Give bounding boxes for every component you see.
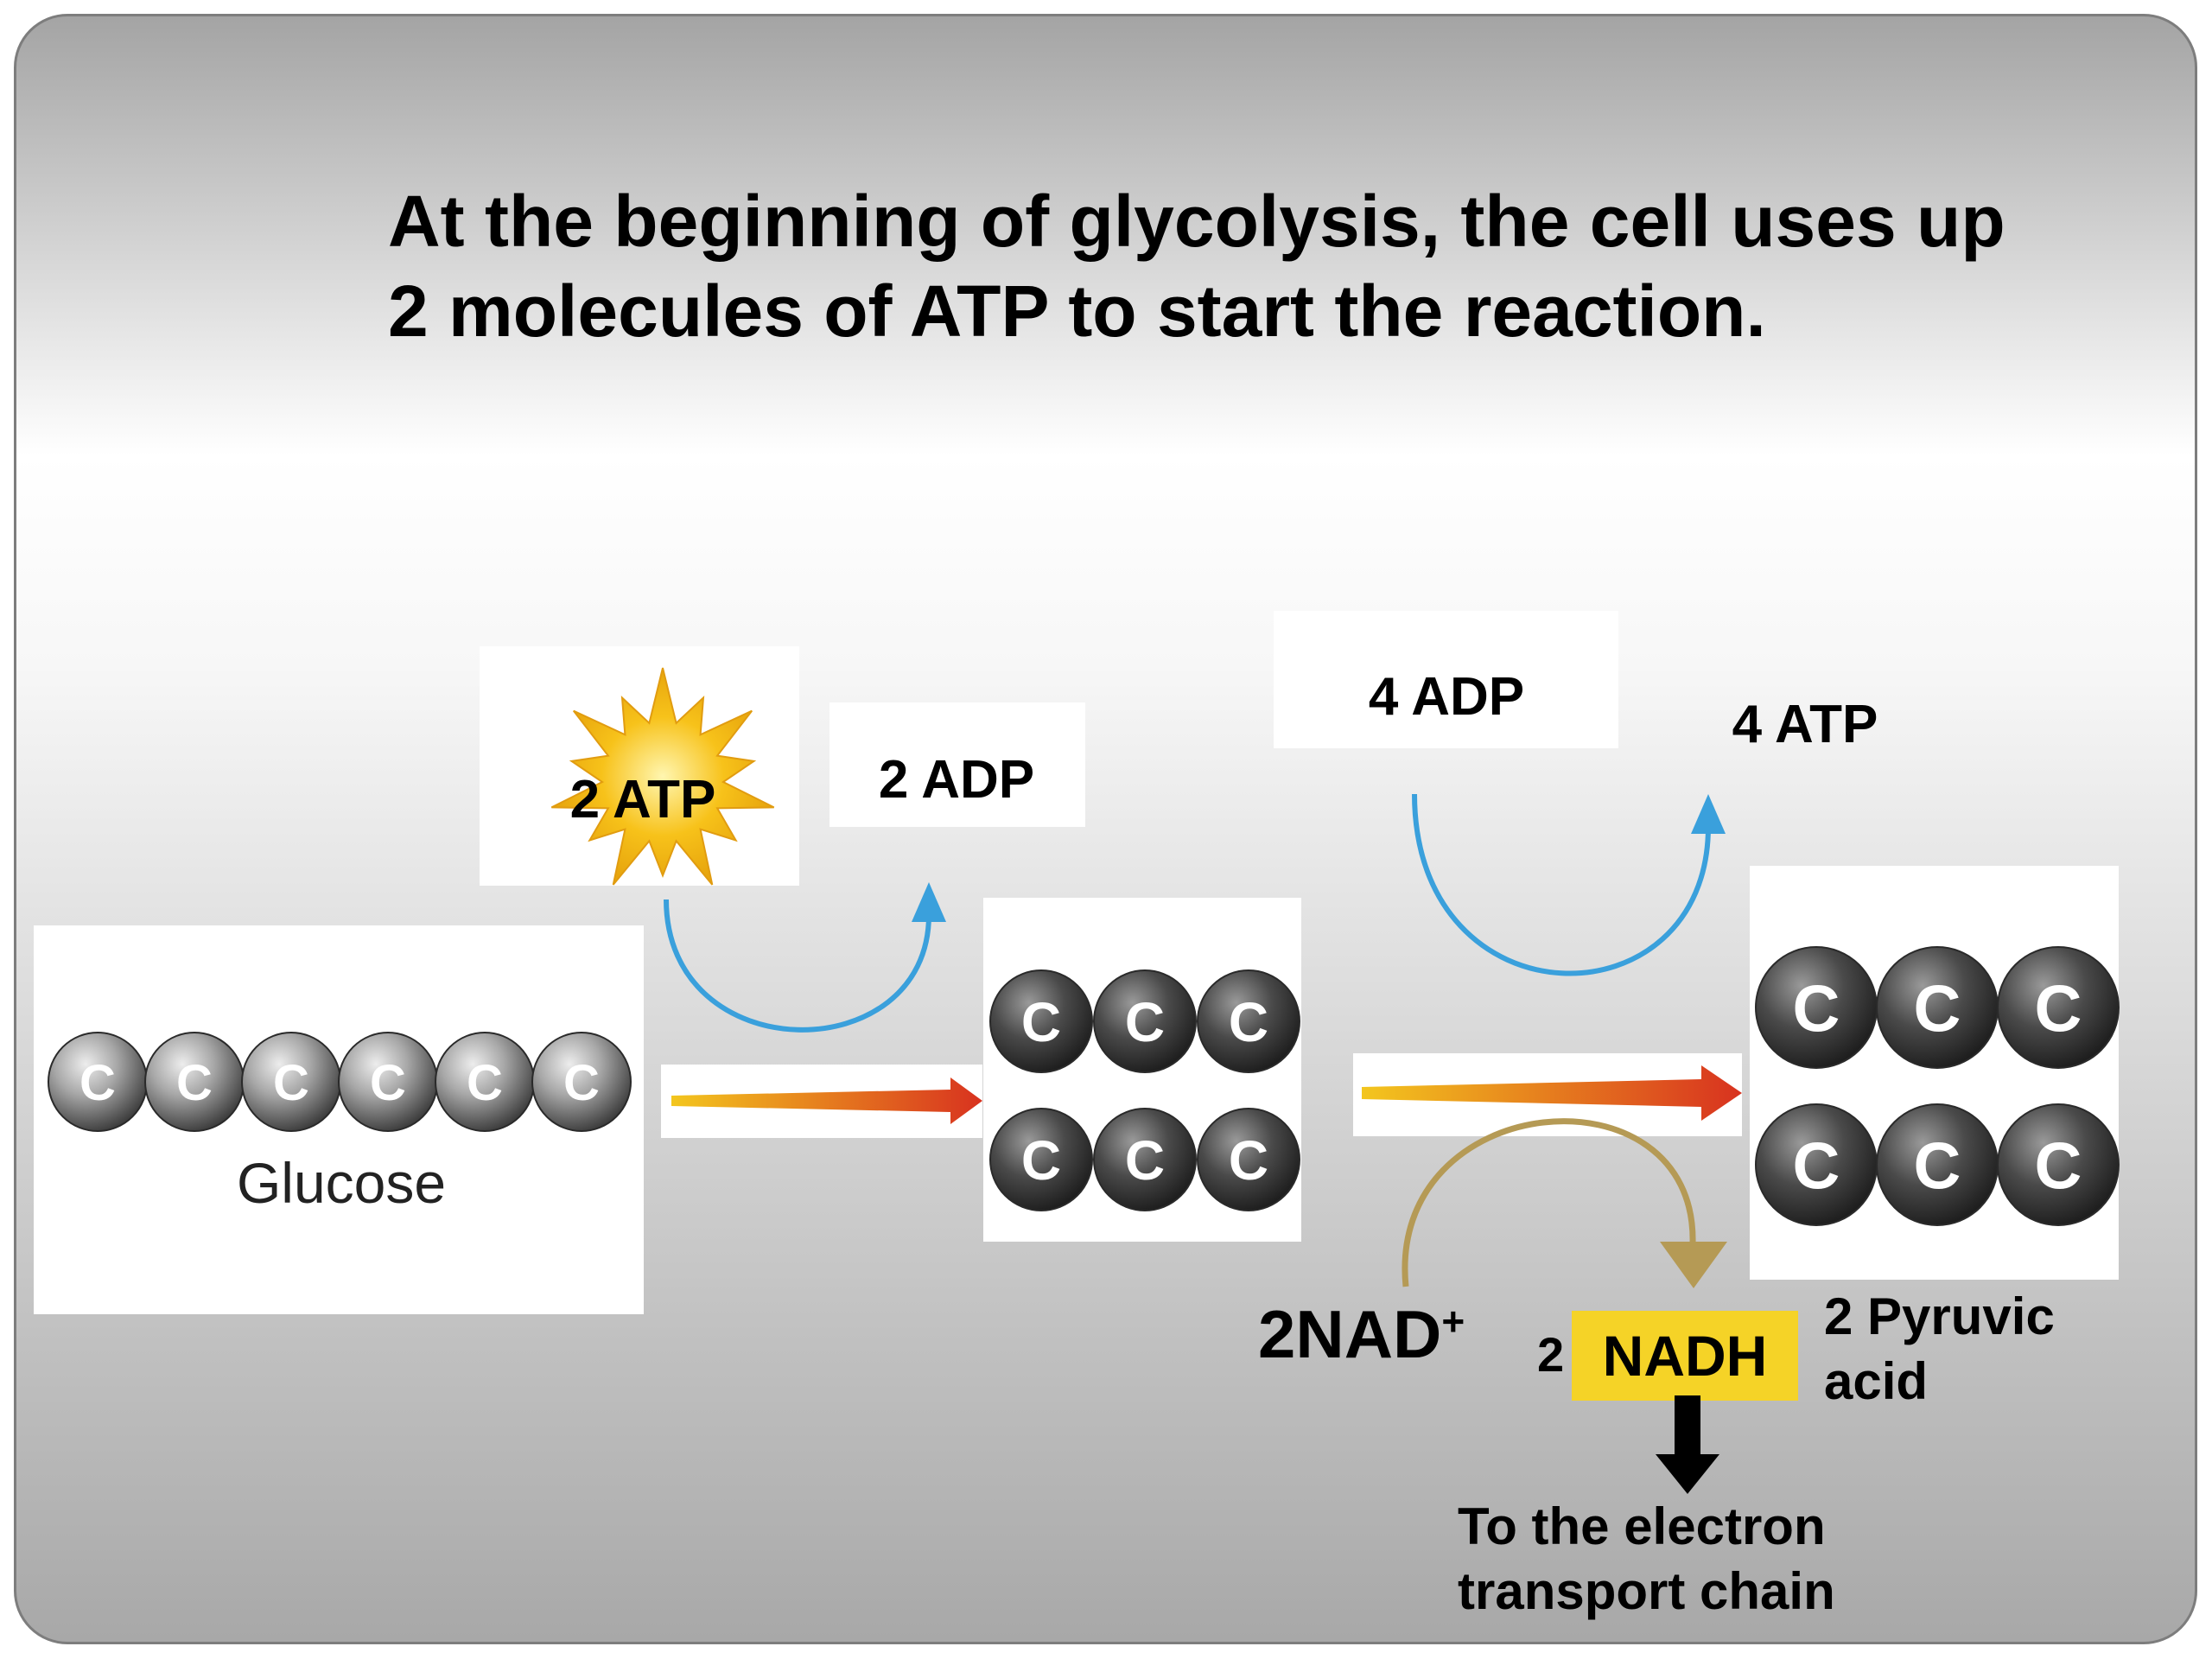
pyruvate-carbon-2-2: C: [1876, 1103, 1999, 1226]
atp-to-adp-arrowhead-icon: [912, 882, 946, 922]
carbon-letter: C: [1229, 1129, 1268, 1192]
slide: At the beginning of glycolysis, the cell…: [14, 14, 2197, 1644]
adp-output-panel: [830, 702, 1085, 827]
carbon-letter: C: [370, 1055, 406, 1111]
carbon-atom-icon: [1093, 969, 1197, 1073]
intermediate-carbon-2-3: C: [1197, 1108, 1300, 1211]
carbon-atom-icon: [531, 1032, 632, 1132]
atp-input-label: 2 ATP: [570, 770, 716, 830]
glucose-carbon-1: C: [48, 1032, 148, 1132]
adp-input-panel: [1274, 611, 1618, 748]
intermediate-carbon-1-2: C: [1093, 969, 1197, 1073]
slide-title: At the beginning of glycolysis, the cell…: [388, 176, 2116, 356]
intermediate-carbon-1-3: C: [1197, 969, 1300, 1073]
adp-to-atp-arrowhead-icon: [1691, 794, 1726, 834]
carbon-letter: C: [1914, 1129, 1961, 1203]
carbon-letter: C: [1125, 1129, 1165, 1192]
glucose-label: Glucose: [237, 1151, 446, 1215]
glucose-carbon-2: C: [144, 1032, 245, 1132]
pyruvate-carbon-1-3: C: [1997, 946, 2120, 1069]
pyruvate-carbon-2-1: C: [1755, 1103, 1878, 1226]
title-line-2: 2 molecules of ATP to start the reaction…: [388, 270, 1766, 352]
atp-starburst-icon: [550, 667, 775, 886]
etc-label-line2: transport chain: [1458, 1562, 1835, 1620]
pyruvic-acid-label-line1: 2 Pyruvic: [1824, 1287, 2055, 1345]
carbon-letter: C: [79, 1055, 116, 1111]
carbon-atom-icon: [1997, 946, 2120, 1069]
adp-output-label: 2 ADP: [879, 750, 1034, 810]
title-line-1: At the beginning of glycolysis, the cell…: [388, 181, 2005, 262]
reaction-arrow-2: [1362, 1065, 1742, 1121]
pyruvic-acid-label-line2: acid: [1824, 1352, 1928, 1410]
etc-label-line1: To the electron: [1458, 1497, 1826, 1555]
carbon-letter: C: [176, 1055, 213, 1111]
pyruvate-carbon-1-1: C: [1755, 946, 1878, 1069]
pyruvate-carbon-2-3: C: [1997, 1103, 2120, 1226]
reaction-arrow-1: [671, 1077, 982, 1124]
carbon-letter: C: [1793, 972, 1840, 1046]
carbon-letter: C: [1914, 972, 1961, 1046]
nad-to-nadh-arrowhead-icon: [1660, 1242, 1727, 1288]
intermediate-atoms: C C C C C C: [989, 969, 1300, 1211]
carbon-atom-icon: [1997, 1103, 2120, 1226]
atp-output-label-2: 4 ATP: [1732, 695, 1878, 754]
carbon-letter: C: [467, 1055, 503, 1111]
carbon-letter: C: [1125, 991, 1165, 1053]
carbon-atom-icon: [1197, 969, 1300, 1073]
carbon-letter: C: [2035, 972, 2082, 1046]
nadh-highlight: [1572, 1311, 1798, 1401]
glucose-panel: [34, 925, 644, 1314]
carbon-atom-icon: [1197, 1108, 1300, 1211]
carbon-letter: C: [1793, 1129, 1840, 1203]
adp-input-label-2: 4 ADP: [1369, 667, 1524, 727]
carbon-letter: C: [563, 1055, 600, 1111]
intermediate-carbon-1-1: C: [989, 969, 1093, 1073]
nadh-coefficient: 2: [1537, 1327, 1564, 1382]
carbon-atom-icon: [989, 1108, 1093, 1211]
carbon-letter: C: [1021, 991, 1061, 1053]
glucose-carbon-3: C: [241, 1032, 341, 1132]
nadh-down-arrow-icon: [1656, 1395, 1719, 1494]
carbon-atom-icon: [989, 969, 1093, 1073]
carbon-letter: C: [1229, 991, 1268, 1053]
adp-to-atp-curve-arrow: [1412, 793, 1711, 976]
atp-to-adp-curve-arrow: [664, 899, 931, 1033]
carbon-letter: C: [2035, 1129, 2082, 1203]
pyruvate-carbon-1-2: C: [1876, 946, 1999, 1069]
intermediate-carbon-2-2: C: [1093, 1108, 1197, 1211]
glucose-carbon-4: C: [338, 1032, 438, 1132]
nad-label: 2NAD+: [1258, 1296, 1465, 1372]
nadh-label: NADH: [1603, 1324, 1768, 1388]
nad-to-nadh-curve-arrow: [1402, 1118, 1696, 1287]
glucose-carbon-5: C: [435, 1032, 535, 1132]
glucose-carbon-6: C: [531, 1032, 632, 1132]
carbon-atom-icon: [1093, 1108, 1197, 1211]
carbon-letter: C: [273, 1055, 309, 1111]
intermediate-carbon-2-1: C: [989, 1108, 1093, 1211]
carbon-letter: C: [1021, 1129, 1061, 1192]
